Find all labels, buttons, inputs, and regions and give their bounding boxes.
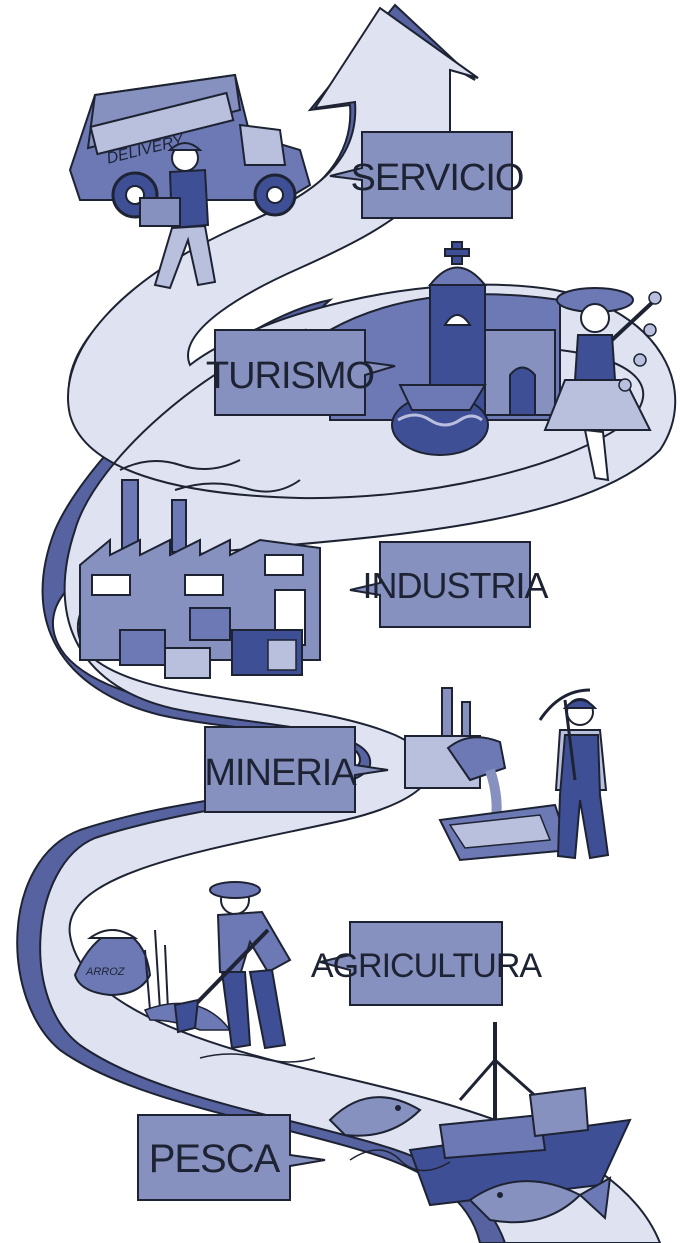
mineria-label: MINERIA: [204, 752, 357, 794]
miner-foundry-icon: [404, 687, 610, 862]
sack-text: ARROZ: [85, 966, 126, 978]
pesca-label: PESCA: [149, 1137, 281, 1181]
label-pesca: PESCA: [137, 1114, 326, 1201]
servicio-label: SERVICIO: [351, 157, 524, 199]
label-agricultura: AGRICULTURA: [311, 921, 543, 1006]
agricultura-label: AGRICULTURA: [311, 947, 542, 985]
industria-label: INDUSTRIA: [362, 565, 548, 606]
label-servicio: SERVICIO: [329, 131, 524, 219]
farmer-icon: ARROZ: [73, 881, 316, 1063]
turismo-label: TURISMO: [206, 355, 374, 397]
fishing-boat-icon: [328, 1022, 632, 1224]
delivery-truck-icon: DELIVERY: [68, 73, 312, 290]
label-mineria: MINERIA: [204, 726, 389, 813]
factory-icon: [79, 459, 321, 679]
church-dancer-icon: [329, 241, 662, 482]
label-industria: INDUSTRIA: [349, 541, 549, 628]
label-turismo: TURISMO: [206, 329, 396, 416]
